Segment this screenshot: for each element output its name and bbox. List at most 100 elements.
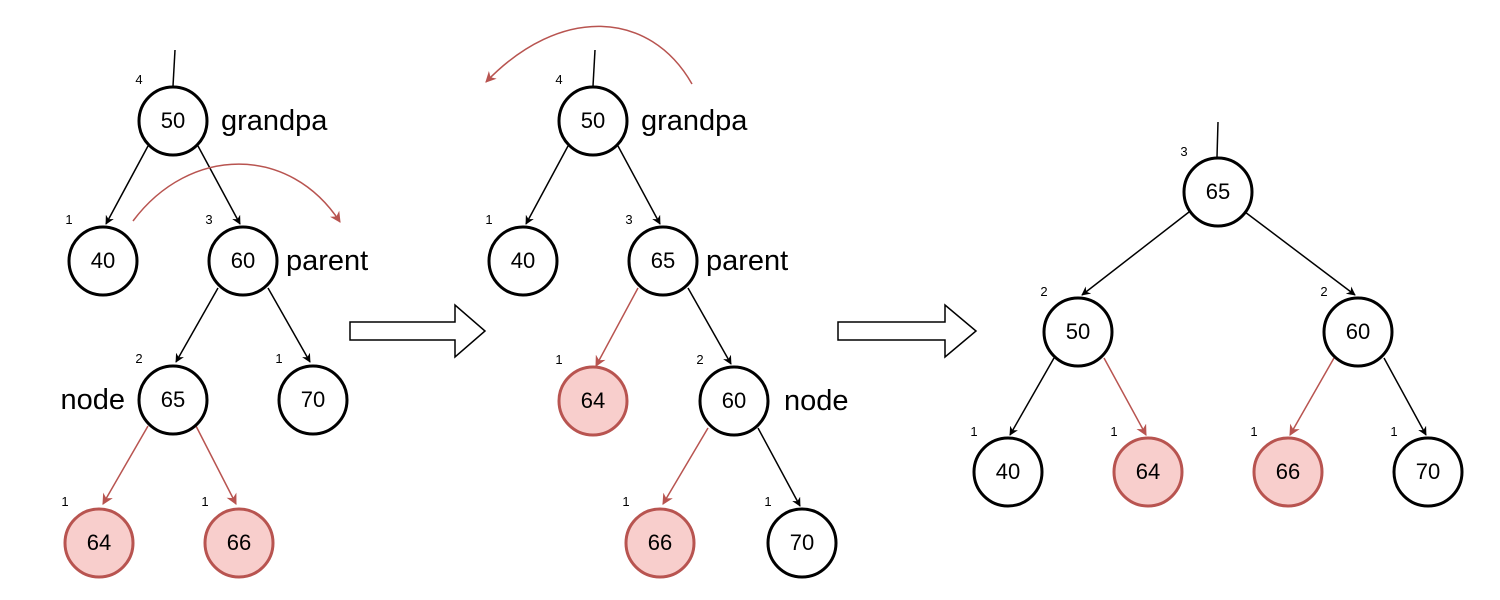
edge-65-50	[1081, 211, 1190, 296]
tree-node: 40 1	[970, 424, 1044, 508]
edge-50-40	[525, 145, 569, 225]
node-circle	[624, 507, 696, 579]
node-circle	[1392, 436, 1464, 508]
node-circle	[137, 85, 209, 157]
node-circle	[972, 436, 1044, 508]
tree-node: 70 1	[275, 351, 349, 436]
edge-65-60	[687, 287, 732, 365]
node-height: 3	[625, 212, 632, 227]
node-height: 2	[1040, 284, 1047, 299]
tree-node-highlighted: 66 1	[201, 494, 275, 579]
node-value: 66	[227, 530, 251, 555]
node-circle	[487, 225, 559, 297]
tree-node-highlighted: 66 1	[1250, 424, 1324, 508]
node-value: 65	[1206, 179, 1230, 204]
tree-node: 60 2 node	[696, 352, 849, 437]
stage-3-tree: 65 3 50 2 60 2 40 1 64 1 66 1	[970, 121, 1464, 508]
edge-60-66	[1289, 357, 1335, 436]
edge-60-70	[757, 427, 801, 507]
node-height: 1	[485, 212, 492, 227]
role-label: parent	[706, 245, 788, 277]
tree-node-highlighted: 64 1	[61, 494, 135, 579]
tree-node: 50 4 grandpa	[135, 72, 328, 157]
tree-node: 60 3 parent	[205, 212, 368, 297]
node-value: 60	[722, 388, 746, 413]
node-circle	[1182, 156, 1254, 228]
node-value: 64	[581, 388, 605, 413]
edge-50-40	[105, 145, 149, 225]
node-height: 1	[764, 494, 771, 509]
node-height: 3	[1180, 144, 1187, 159]
node-circle	[557, 365, 629, 437]
node-value: 66	[648, 530, 672, 555]
edge-50-64	[1103, 357, 1147, 436]
tree-node: 40 1	[485, 212, 559, 297]
stage-1-tree: 50 4 grandpa 40 1 60 3 parent 65 2 node …	[60, 49, 368, 579]
node-value: 50	[161, 108, 185, 133]
node-height: 2	[1320, 284, 1327, 299]
node-value: 65	[651, 248, 675, 273]
node-circle	[63, 507, 135, 579]
tree-node-highlighted: 66 1	[622, 494, 696, 579]
tree-node: 70 1	[1390, 424, 1464, 508]
node-height: 1	[201, 494, 208, 509]
node-circle	[277, 364, 349, 436]
rotation-arrow	[485, 25, 693, 85]
node-circle	[203, 507, 275, 579]
node-value: 66	[1276, 459, 1300, 484]
node-circle	[137, 364, 209, 436]
node-value: 70	[1416, 459, 1440, 484]
tree-node: 60 2	[1320, 284, 1394, 368]
role-label: node	[784, 385, 849, 417]
node-height: 4	[555, 72, 562, 87]
edge-50-40	[1009, 357, 1055, 436]
node-height: 1	[61, 494, 68, 509]
root-stub	[1216, 121, 1219, 158]
node-height: 2	[135, 351, 142, 366]
node-height: 1	[65, 212, 72, 227]
node-circle	[1112, 436, 1184, 508]
node-value: 64	[1136, 459, 1160, 484]
node-circle	[1322, 296, 1394, 368]
tree-node-highlighted: 64 1	[555, 352, 629, 437]
edge-50-60	[197, 145, 241, 225]
node-height: 1	[970, 424, 977, 439]
edge-65-64	[595, 287, 639, 367]
transition-arrow-2	[837, 303, 978, 359]
tree-node: 40 1	[65, 212, 139, 297]
node-value: 60	[231, 248, 255, 273]
node-value: 40	[511, 248, 535, 273]
node-height: 2	[696, 352, 703, 367]
tree-node: 50 4 grandpa	[555, 72, 748, 157]
root-stub	[172, 49, 176, 87]
node-circle	[1042, 296, 1114, 368]
node-circle	[67, 225, 139, 297]
node-circle	[207, 225, 279, 297]
node-value: 50	[1066, 319, 1090, 344]
node-value: 40	[996, 459, 1020, 484]
node-value: 70	[790, 530, 814, 555]
edge-60-70	[1383, 357, 1427, 436]
tree-node: 50 2	[1040, 284, 1114, 368]
tree-node: 65 3 parent	[625, 212, 788, 297]
node-circle	[1252, 436, 1324, 508]
node-height: 1	[1250, 424, 1257, 439]
node-circle	[698, 365, 770, 437]
edge-65-64	[102, 425, 149, 505]
node-circle	[557, 85, 629, 157]
tree-node: 65 2 node	[60, 351, 209, 436]
edge-65-66	[195, 425, 237, 505]
role-label: parent	[286, 245, 368, 277]
stage-2-tree: 50 4 grandpa 40 1 65 3 parent 64 1 60 2 …	[485, 25, 849, 579]
node-value: 64	[87, 530, 111, 555]
edge-50-65	[617, 145, 661, 225]
edge-65-60	[1244, 211, 1356, 296]
node-height: 4	[135, 72, 142, 87]
node-value: 40	[91, 248, 115, 273]
role-label: grandpa	[221, 105, 328, 137]
node-height: 1	[555, 352, 562, 367]
role-label: node	[60, 384, 125, 416]
node-height: 1	[1390, 424, 1397, 439]
edge-60-65	[175, 287, 219, 363]
